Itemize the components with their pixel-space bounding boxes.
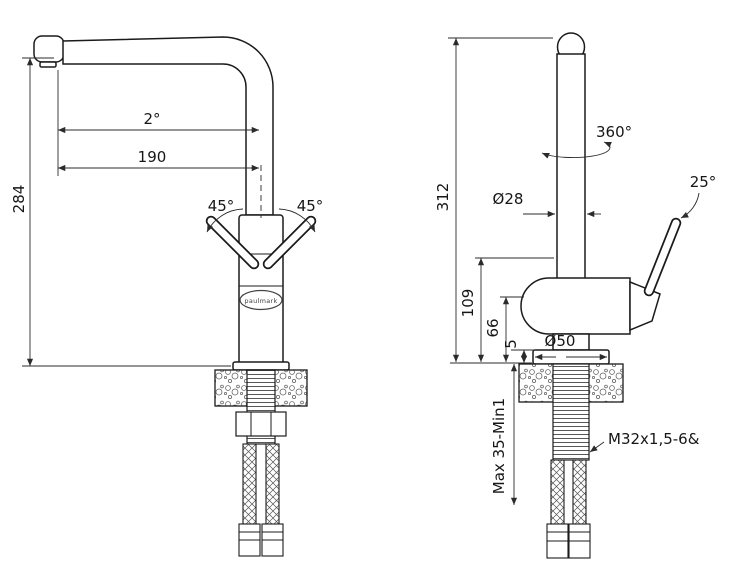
column-diameter-label: Ø28: [493, 190, 524, 208]
supply-hose-right: [265, 443, 280, 527]
swivel-rotation-label: 360°: [596, 123, 632, 141]
swing-arc-right: [278, 208, 316, 233]
handle-lever-right: [262, 215, 317, 270]
handle-lever-left: [205, 215, 260, 270]
hose-fitting-front-right: [568, 523, 591, 559]
supply-hose-front-right: [572, 459, 587, 527]
handle-swing-right-label: 45°: [297, 197, 324, 215]
left-faucet-drawing: [33, 35, 317, 557]
base-diameter-label: Ø50: [545, 332, 576, 350]
right-view: 360° 312 Ø28 25° 109 66 5 Ø50 Max 35-Min…: [434, 32, 717, 559]
base-flange: [232, 361, 290, 371]
aerator: [39, 61, 57, 68]
mounting-thickness-label: Max 35-Min1: [490, 398, 508, 494]
brand-logo-text: paulmark: [244, 297, 277, 305]
left-view: 2° 190 284 45° 45° paulmark: [10, 35, 324, 557]
swing-arc-left: [206, 208, 244, 233]
mounting-shank-front: [552, 363, 590, 461]
spout-column: [556, 53, 586, 281]
right-dimensions: [448, 37, 700, 505]
hose-fitting-right: [261, 523, 284, 557]
faucet-body-front: [520, 277, 631, 335]
thread-leader-line: [589, 441, 605, 453]
hose-fitting-left: [238, 523, 261, 557]
right-faucet-drawing: [518, 32, 682, 559]
left-dimensions: [22, 57, 316, 367]
spout-reach-label: 190: [138, 148, 167, 166]
rotation-arc-360: [541, 141, 612, 159]
mounting-nut: [235, 411, 287, 437]
supply-hose-left: [242, 443, 257, 527]
thread-spec-label: M32x1,5-6&: [608, 430, 700, 448]
spout-height-label: 284: [10, 185, 28, 214]
flange-height-label: 5: [502, 339, 520, 349]
brand-badge: [239, 289, 283, 311]
handle-lever-front: [643, 217, 682, 297]
supply-hose-front-left: [550, 459, 565, 527]
handle-tilt-label: 25°: [690, 173, 717, 191]
spout-outline: [62, 36, 274, 216]
tilt-arc-25: [680, 192, 700, 219]
outlet-height-label: 66: [484, 318, 502, 337]
handle-swing-left-label: 45°: [208, 197, 235, 215]
body-height-label: 109: [459, 289, 477, 318]
total-height-label: 312: [434, 183, 452, 212]
hose-fitting-front-left: [546, 523, 569, 559]
spout-angle-label: 2°: [143, 110, 160, 128]
